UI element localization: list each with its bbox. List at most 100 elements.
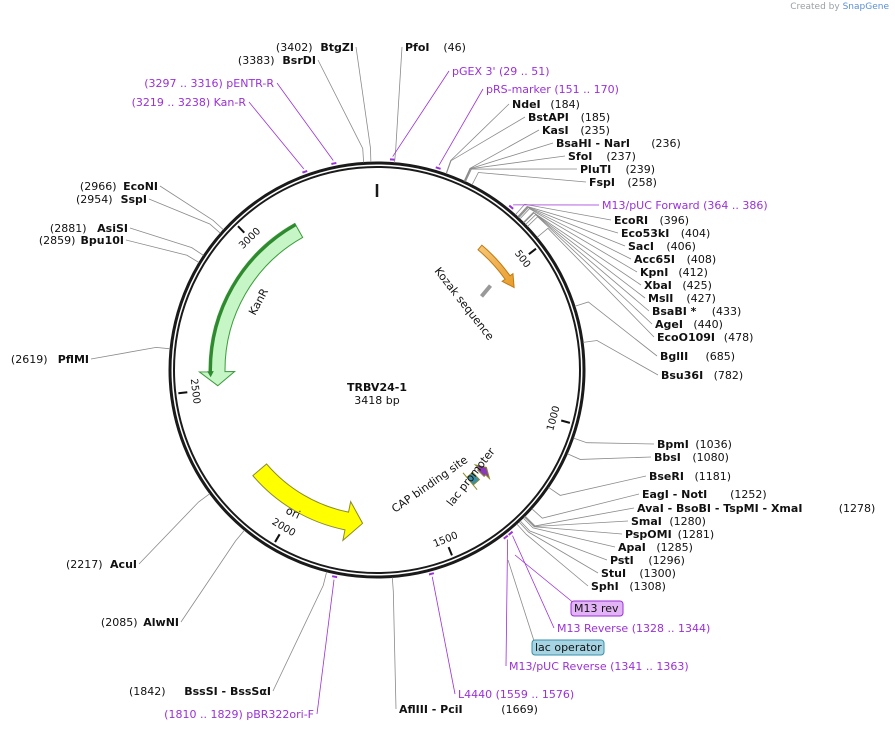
site-label[interactable]: SmaI — [631, 515, 662, 528]
site-leader — [129, 227, 204, 256]
site-label[interactable]: BsaHI - NarI — [556, 137, 630, 150]
site-label[interactable]: Bsu36I — [661, 369, 703, 382]
site-leader — [138, 493, 211, 565]
primer-mark[interactable] — [508, 204, 514, 210]
site-label[interactable]: PluTI — [580, 163, 611, 176]
primer-label[interactable]: (1810 .. 1829) pBR322ori-F — [164, 708, 314, 721]
site-label[interactable]: PspOMI — [625, 528, 672, 541]
primer-mark[interactable] — [508, 530, 514, 536]
lac-operator-box[interactable] — [531, 639, 605, 656]
site-label[interactable]: BsaBI * — [652, 305, 697, 318]
site-position: (2881) — [50, 222, 87, 235]
lac-promoter-arrow[interactable] — [473, 464, 491, 481]
site-label[interactable]: AlwNI — [143, 616, 179, 629]
tick-label: 500 — [512, 248, 532, 270]
lac-operator-leader — [507, 559, 536, 645]
site-label[interactable]: StuI — [601, 567, 626, 580]
site-position: (1278) — [839, 502, 876, 515]
site-position: (408) — [687, 253, 717, 266]
primer-mark[interactable] — [503, 534, 509, 540]
site-position: (685) — [706, 350, 736, 363]
primer-label[interactable]: (3297 .. 3316) pENTR-R — [144, 77, 274, 90]
primer-label[interactable]: L4440 (1559 .. 1576) — [458, 688, 574, 701]
site-label[interactable]: SspI — [121, 193, 147, 206]
m13-rev-text: M13 rev — [574, 602, 619, 615]
cap-binding-site-box[interactable] — [462, 471, 481, 490]
primer-label[interactable]: (3219 .. 3238) Kan-R — [132, 96, 247, 109]
kozak-arrow[interactable] — [477, 244, 515, 289]
kozak-label[interactable]: Kozak sequence — [432, 265, 497, 343]
lac-promoter-label[interactable]: lac promoter — [444, 445, 498, 509]
site-label[interactable]: AgeI — [655, 318, 683, 331]
site-label[interactable]: XbaI — [644, 279, 672, 292]
site-label[interactable]: BpmI — [657, 438, 689, 451]
site-label[interactable]: EcoRI — [614, 214, 648, 227]
primer-mark[interactable] — [435, 166, 441, 170]
site-leader — [446, 116, 526, 175]
site-label[interactable]: EcoO109I — [657, 331, 715, 344]
site-label[interactable]: AflIII - PciI — [399, 703, 463, 716]
plasmid-length: 3418 bp — [354, 394, 399, 407]
primer-mark[interactable] — [331, 575, 338, 579]
kanr-label[interactable]: KanR — [246, 286, 271, 317]
site-position: (1285) — [656, 541, 693, 554]
site-label[interactable]: EcoNI — [123, 180, 158, 193]
site-leader — [515, 203, 612, 221]
m13-rev-box[interactable] — [570, 600, 624, 617]
site-label[interactable]: Bpu10I — [81, 234, 125, 247]
site-label[interactable]: SfoI — [568, 150, 592, 163]
site-leader — [394, 46, 403, 163]
primer-leader — [316, 579, 335, 715]
primer-label[interactable]: M13 Reverse (1328 .. 1344) — [557, 622, 710, 635]
site-label[interactable]: Eco53kI — [621, 227, 669, 240]
tick-label: 2500 — [188, 378, 202, 405]
site-label[interactable]: AsiSI — [97, 222, 128, 235]
site-leader — [531, 493, 640, 519]
primer-label[interactable]: M13/pUC Reverse (1341 .. 1363) — [509, 660, 689, 673]
site-position: (425) — [682, 279, 712, 292]
site-label[interactable]: PstI — [610, 554, 634, 567]
site-label[interactable]: BstAPI — [528, 111, 569, 124]
primer-mark[interactable] — [302, 169, 308, 174]
site-label[interactable]: KpnI — [640, 266, 668, 279]
site-label[interactable]: KasI — [542, 124, 569, 137]
site-label[interactable]: BssSI - BssSαI — [184, 685, 271, 698]
site-position: (46) — [443, 41, 466, 54]
primer-label[interactable]: M13/pUC Forward (364 .. 386) — [602, 199, 768, 212]
site-leader — [574, 301, 658, 357]
snapgene-brand[interactable]: SnapGene — [842, 2, 889, 12]
site-leader — [522, 517, 616, 548]
ori-arrow[interactable] — [252, 463, 364, 542]
ori-label[interactable]: ori — [284, 504, 302, 522]
primer-mark[interactable] — [331, 161, 337, 165]
site-label[interactable]: MslI — [648, 292, 673, 305]
site-label[interactable]: SacI — [628, 240, 654, 253]
site-label[interactable]: Acc65I — [634, 253, 675, 266]
site-leader — [125, 239, 200, 263]
primer-label[interactable]: pGEX 3' (29 .. 51) — [452, 65, 550, 78]
feature-group — [197, 158, 515, 579]
site-label[interactable]: EagI - NotI — [642, 488, 707, 501]
site-label[interactable]: FspI — [589, 176, 615, 189]
site-label[interactable]: AcuI — [110, 558, 137, 571]
site-label[interactable]: PfoI — [405, 41, 430, 54]
site-label[interactable]: AvaI - BsoBI - TspMI - XmaI — [637, 502, 802, 515]
site-label[interactable]: BtgZI — [320, 41, 354, 54]
site-label[interactable]: ApaI — [618, 541, 646, 554]
primer-label[interactable]: pRS-marker (151 .. 170) — [486, 83, 619, 96]
site-label[interactable]: PflMI — [58, 353, 89, 366]
site-label[interactable]: NdeI — [512, 98, 541, 111]
site-position: (478) — [724, 331, 754, 344]
site-label[interactable]: BsrDI — [282, 54, 316, 67]
primer-leader — [276, 82, 334, 161]
site-position: (427) — [686, 292, 716, 305]
site-position: (396) — [660, 214, 690, 227]
site-label[interactable]: BbsI — [654, 451, 681, 464]
site-label[interactable]: SphI — [591, 580, 619, 593]
primer-mark[interactable] — [428, 572, 435, 576]
plasmid-name: TRBV24-1 — [347, 381, 407, 394]
site-label[interactable]: BglII — [660, 350, 688, 363]
site-label[interactable]: BseRI — [649, 470, 684, 483]
site-position: (236) — [651, 137, 681, 150]
